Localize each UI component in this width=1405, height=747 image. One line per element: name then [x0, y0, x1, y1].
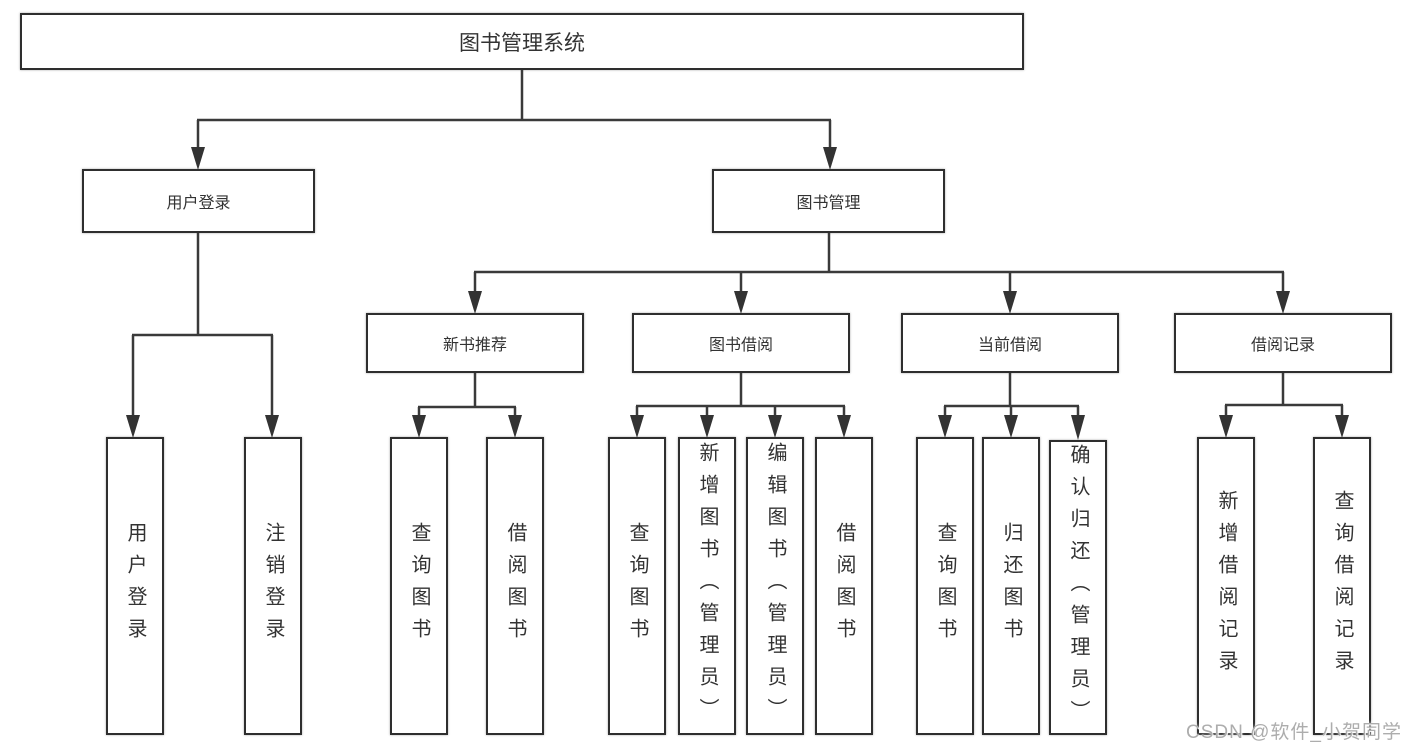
node-label: 新增图书（管理员）	[696, 442, 718, 730]
node-label: 图书管理	[796, 195, 861, 212]
node-leaf-query-borrow-record: 查询借阅记录	[1313, 437, 1371, 735]
connector-book-management-branch	[468, 233, 1290, 314]
node-label: 用户登录	[124, 522, 146, 650]
node-label: 借阅图书	[504, 522, 526, 650]
connector-borrow-record-branch	[1219, 373, 1349, 438]
node-leaf-add-borrow-record: 新增借阅记录	[1197, 437, 1255, 735]
node-label: 查询图书	[408, 522, 430, 650]
node-label: 借阅图书	[833, 522, 855, 650]
connector-root-to-level2	[191, 70, 837, 170]
node-leaf-logout: 注销登录	[244, 437, 302, 735]
node-label: 图书管理系统	[459, 31, 585, 55]
csdn-watermark: CSDN @软件_小贺同学	[1186, 722, 1402, 743]
node-leaf-query-books-current: 查询图书	[916, 437, 974, 735]
node-label: 注销登录	[262, 522, 284, 650]
connector-current-borrow-branch	[938, 373, 1085, 440]
node-label: 查询借阅记录	[1331, 490, 1353, 682]
node-borrow-record: 借阅记录	[1174, 313, 1392, 373]
node-label: 编辑图书（管理员）	[764, 442, 786, 730]
node-leaf-borrow-books: 借阅图书	[815, 437, 873, 735]
node-leaf-return-books: 归还图书	[982, 437, 1040, 735]
node-label: 借阅记录	[1250, 337, 1315, 354]
node-leaf-borrow-books-recommend: 借阅图书	[486, 437, 544, 735]
node-label: 新书推荐	[442, 337, 507, 354]
node-label: 查询图书	[934, 522, 956, 650]
node-current-borrow: 当前借阅	[901, 313, 1119, 373]
connector-new-book-recommend-branch	[412, 373, 522, 438]
node-label: 图书借阅	[708, 337, 773, 354]
node-new-book-recommend: 新书推荐	[366, 313, 584, 373]
node-leaf-add-books-admin: 新增图书（管理员）	[678, 437, 736, 735]
node-root-library-system: 图书管理系统	[20, 13, 1024, 70]
node-leaf-query-books-recommend: 查询图书	[390, 437, 448, 735]
node-book-borrow: 图书借阅	[632, 313, 850, 373]
node-leaf-query-books-borrow: 查询图书	[608, 437, 666, 735]
node-label: 归还图书	[1000, 522, 1022, 650]
connector-user-login-branch	[126, 233, 279, 438]
node-leaf-user-login: 用户登录	[106, 437, 164, 735]
node-label: 用户登录	[166, 195, 231, 212]
node-label: 当前借阅	[977, 337, 1042, 354]
node-label: 新增借阅记录	[1215, 490, 1237, 682]
node-book-management: 图书管理	[712, 169, 945, 233]
node-leaf-edit-books-admin: 编辑图书（管理员）	[746, 437, 804, 735]
node-label: 查询图书	[626, 522, 648, 650]
connector-book-borrow-branch	[630, 373, 851, 438]
node-leaf-confirm-return-admin: 确认归还（管理员）	[1049, 440, 1107, 735]
node-label: 确认归还（管理员）	[1067, 443, 1089, 732]
node-user-login: 用户登录	[82, 169, 315, 233]
